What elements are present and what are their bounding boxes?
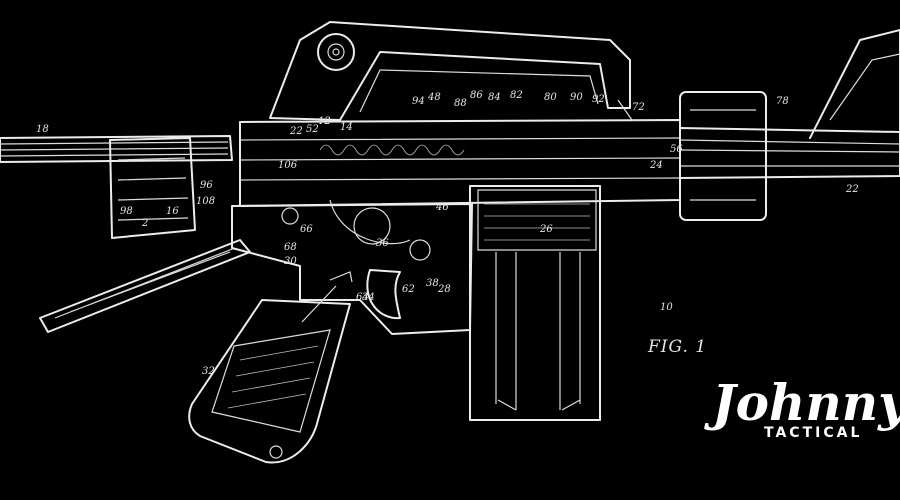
upper-receiver: [239, 29, 900, 221]
ref-number: 38: [426, 278, 439, 289]
ref-number: 90: [570, 92, 583, 103]
ref-number: 34: [362, 292, 375, 303]
ref-number: 62: [402, 284, 415, 295]
ref-number: 36: [376, 238, 389, 249]
stock-group: [0, 135, 251, 333]
ref-number: 22: [289, 126, 303, 137]
ref-number: 12: [318, 116, 331, 127]
ref-number: 78: [776, 96, 789, 107]
pistol-grip: [188, 285, 351, 464]
ref-number: 106: [278, 160, 298, 171]
ref-number: 22: [845, 184, 859, 195]
ref-number: 48: [427, 92, 441, 103]
ref-number: 10: [660, 302, 673, 313]
ref-number: 98: [120, 206, 133, 217]
ref-number: 56: [670, 144, 683, 155]
figure-label: FIG. 1: [647, 337, 707, 357]
logo-tagline: TACTICAL: [764, 425, 862, 441]
ref-number: 82: [510, 90, 523, 101]
ref-number: 66: [300, 224, 313, 235]
ref-number: 14: [340, 122, 353, 133]
ref-number: 52: [306, 124, 319, 135]
reference-numbers: 18 14 12 22 52 106 96 108 98 16 2 94 48 …: [36, 90, 859, 377]
ref-number: 64: [356, 292, 369, 303]
carry-handle: [269, 21, 631, 121]
ref-number: 30: [284, 256, 297, 267]
ref-number: 84: [488, 92, 501, 103]
ref-number: 94: [412, 96, 425, 107]
ref-number: 28: [437, 284, 451, 295]
ref-number: 16: [166, 206, 179, 217]
ref-number: 88: [454, 98, 467, 109]
lower-receiver: [231, 199, 473, 335]
ref-number: 18: [36, 124, 49, 135]
magazine: [469, 185, 601, 421]
ref-number: 32: [202, 366, 215, 377]
ref-number: 72: [632, 102, 645, 113]
ref-number: 26: [539, 224, 553, 235]
ref-number: 92: [592, 94, 605, 105]
ref-number: 24: [649, 160, 663, 171]
brand-logo: Johnny TACTICAL: [704, 373, 900, 441]
ref-number: 108: [196, 196, 215, 207]
ref-number: 68: [284, 242, 297, 253]
ref-number: 86: [470, 90, 483, 101]
ref-number: 46: [435, 202, 449, 213]
ref-number: 2: [141, 218, 148, 229]
ref-number: 96: [200, 180, 213, 191]
logo-wordmark: Johnny: [704, 373, 900, 432]
ref-number: 80: [544, 92, 557, 103]
